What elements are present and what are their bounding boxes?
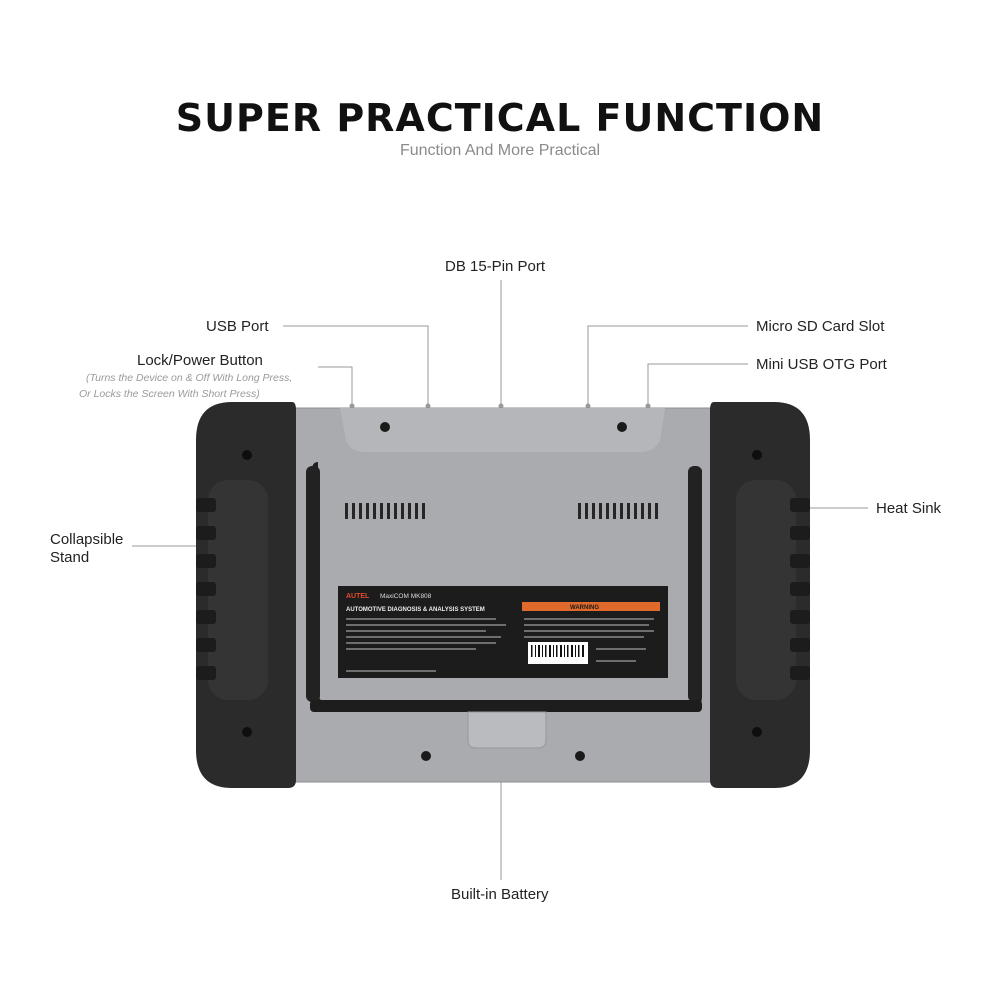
left-bumper bbox=[196, 402, 296, 788]
callout-heat-sink: Heat Sink bbox=[876, 500, 942, 517]
page-title: SUPER PRACTICAL FUNCTION bbox=[175, 96, 825, 140]
callout-mini-usb-otg-port: Mini USB OTG Port bbox=[756, 356, 887, 373]
callout-lock-power-note-2: Or Locks the Screen With Short Press) bbox=[79, 388, 260, 400]
heat-sink-left bbox=[345, 503, 425, 519]
leader-lock-power bbox=[318, 366, 353, 405]
callout-db15-port: DB 15-Pin Port bbox=[445, 258, 546, 275]
leader-usb bbox=[283, 325, 429, 405]
top-bump bbox=[340, 408, 665, 452]
label-system: AUTOMOTIVE DIAGNOSIS & ANALYSIS SYSTEM bbox=[346, 607, 485, 613]
callout-lock-power-button: Lock/Power Button bbox=[137, 352, 263, 369]
label-model: MaxiCOM MK808 bbox=[380, 593, 432, 600]
stand-left-bar bbox=[306, 466, 320, 702]
callout-built-in-battery: Built-in Battery bbox=[451, 886, 549, 903]
page-subtitle: Function And More Practical bbox=[399, 142, 601, 159]
callout-micro-sd-slot: Micro SD Card Slot bbox=[756, 318, 885, 335]
product-label: AUTEL MaxiCOM MK808 AUTOMOTIVE DIAGNOSIS… bbox=[338, 586, 668, 678]
label-brand: AUTEL bbox=[346, 593, 370, 600]
battery-cover-tab bbox=[467, 711, 547, 749]
callout-collapsible-stand-1: Collapsible bbox=[50, 531, 124, 548]
label-warning: WARNING bbox=[570, 605, 599, 611]
leader-mini-usb bbox=[647, 363, 748, 405]
label-warning-bar bbox=[522, 602, 660, 611]
right-bumper bbox=[710, 402, 810, 788]
screws bbox=[380, 422, 627, 761]
leader-microsd bbox=[587, 325, 748, 405]
callout-collapsible-stand-2: Stand bbox=[50, 549, 90, 566]
heat-sink-right bbox=[578, 503, 658, 519]
callout-usb-port: USB Port bbox=[206, 318, 269, 335]
stand-right-bar bbox=[688, 466, 702, 702]
callout-lock-power-note-1: (Turns the Device on & Off With Long Pre… bbox=[86, 372, 293, 384]
